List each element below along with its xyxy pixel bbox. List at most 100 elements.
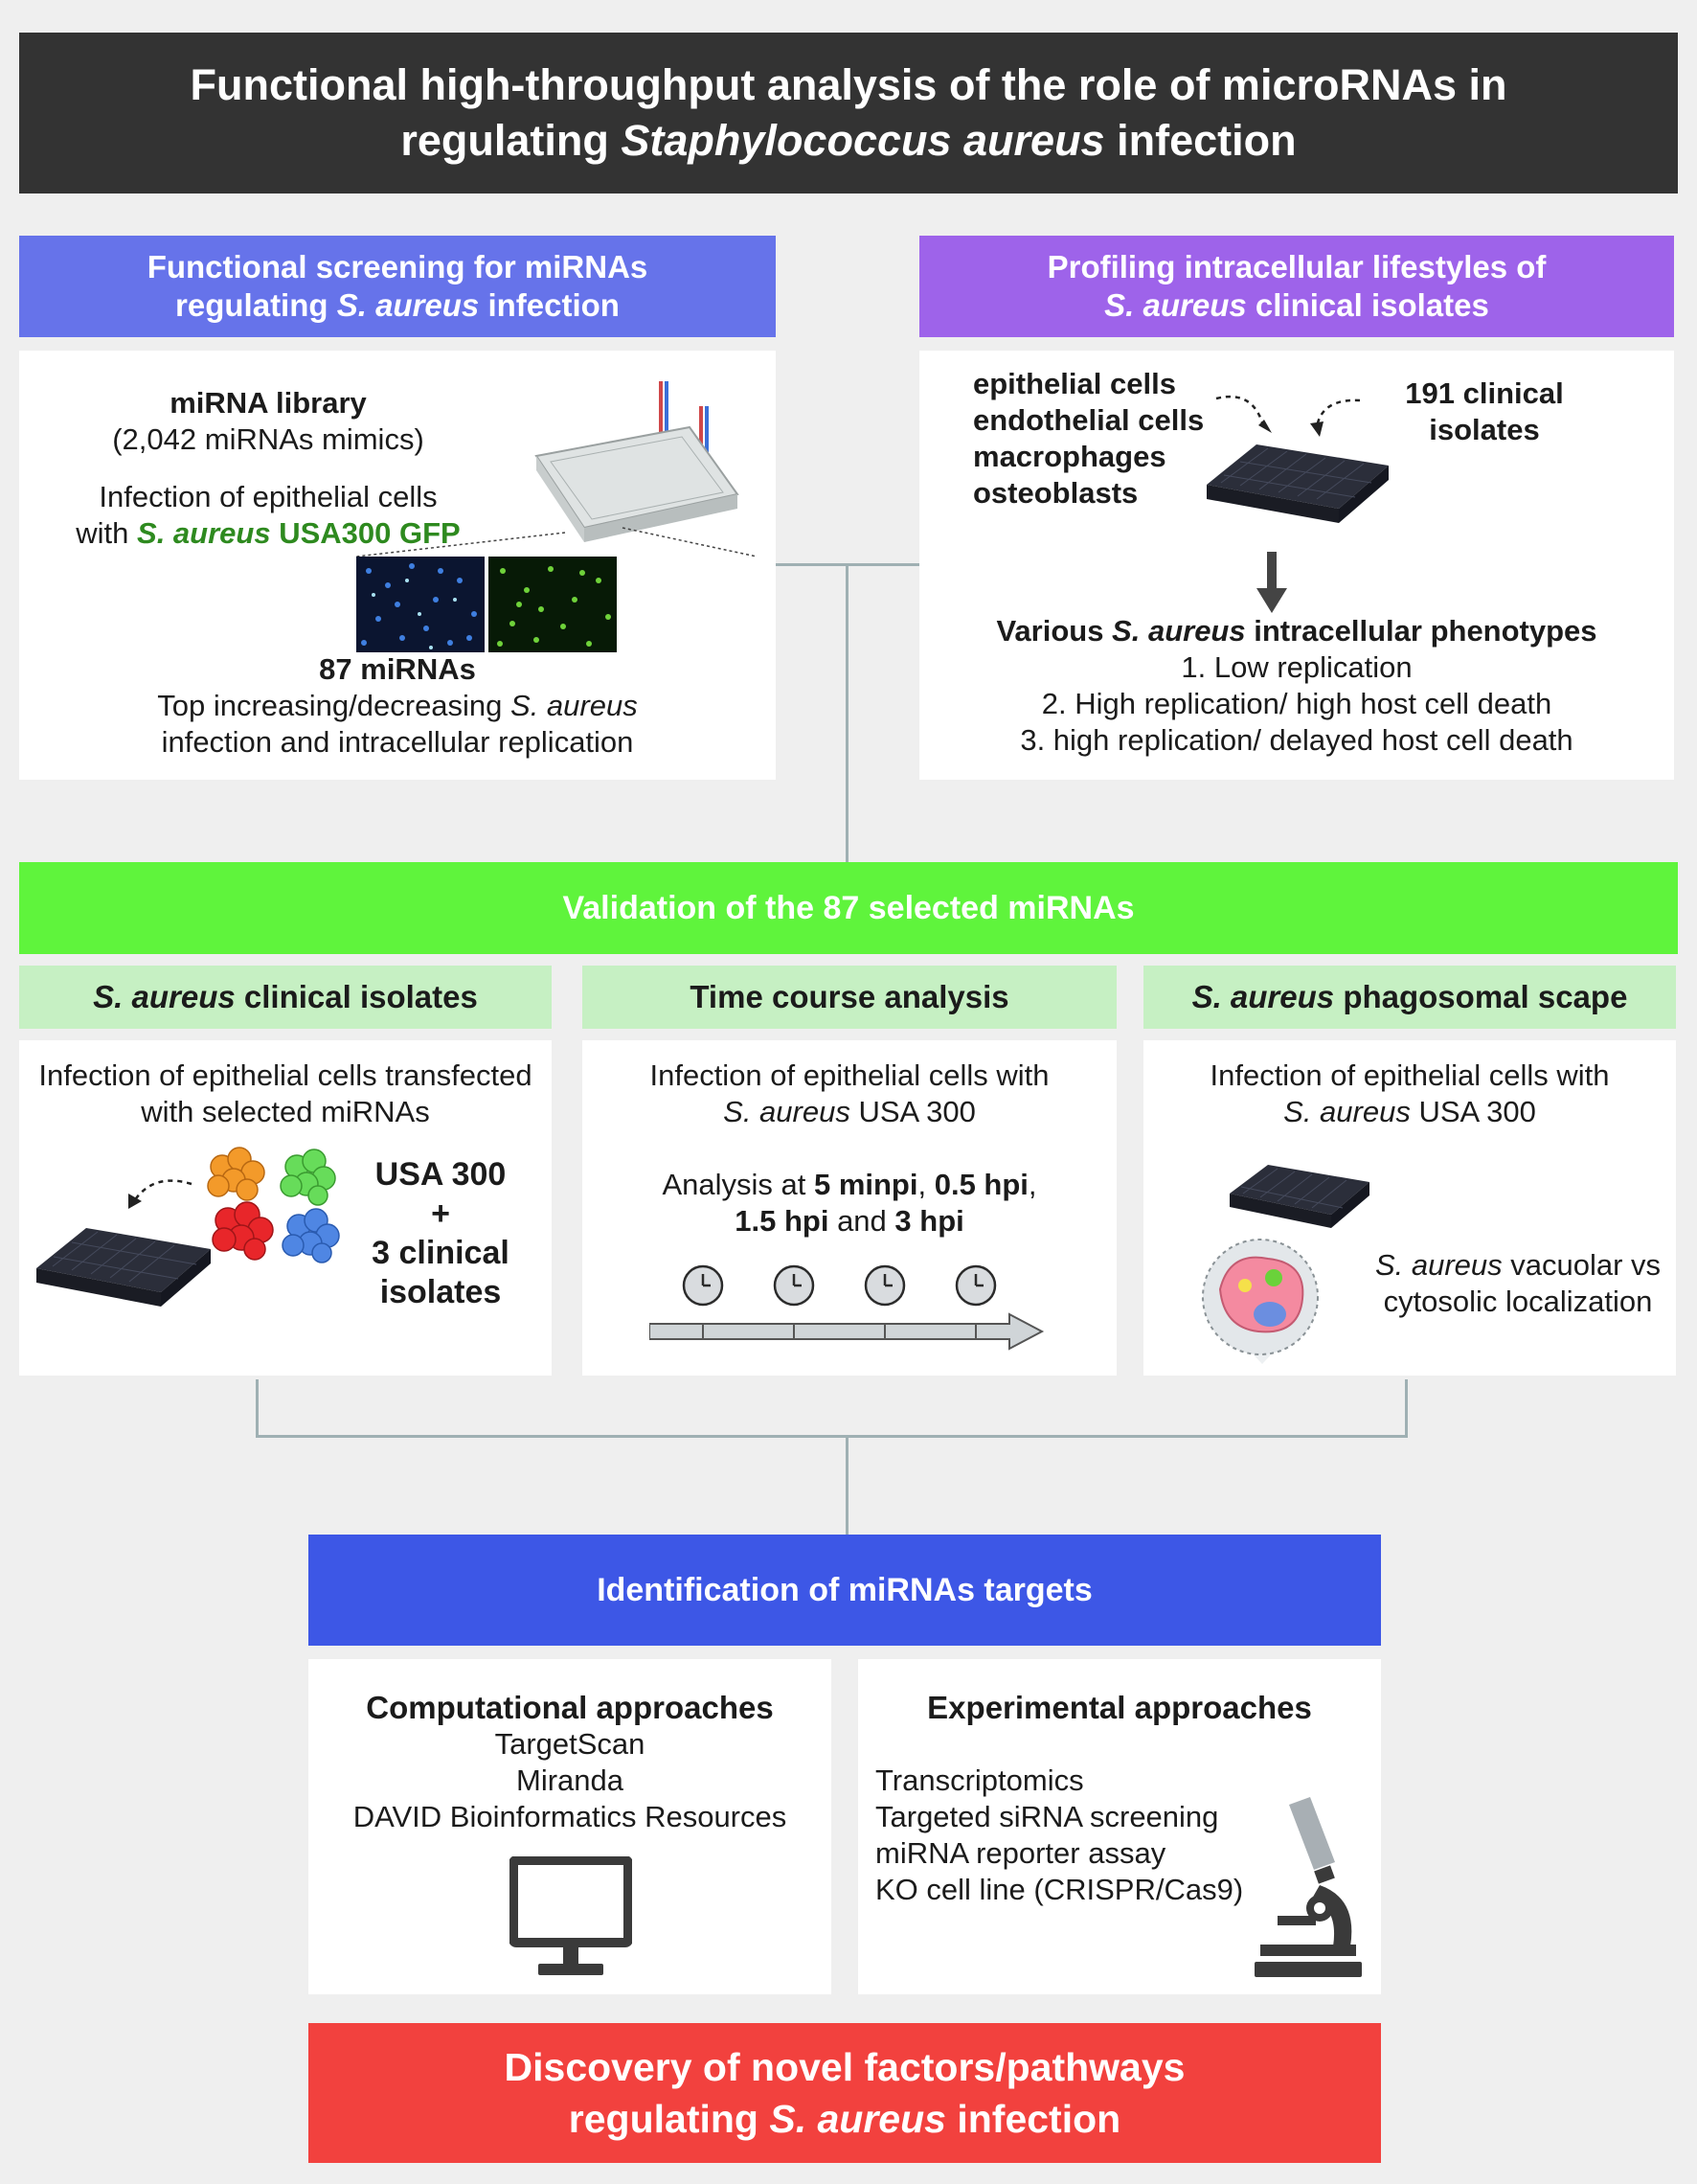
col2-line1: Infection of epithelial cells with bbox=[649, 1058, 1050, 1092]
bacteria-clusters-icon bbox=[207, 1147, 340, 1263]
phenotype-item: 1. Low replication bbox=[1181, 650, 1413, 684]
discovery-line2-post: infection bbox=[945, 2097, 1121, 2141]
computational-title: Computational approaches bbox=[366, 1690, 774, 1725]
col3-line2-post: USA 300 bbox=[1410, 1095, 1536, 1128]
analysis-sep: , bbox=[1028, 1168, 1037, 1201]
experimental-list: Transcriptomics Targeted siRNA screening… bbox=[875, 1763, 1278, 1908]
experimental-item: KO cell line (CRISPR/Cas9) bbox=[875, 1873, 1244, 1906]
connector-top-vertical bbox=[846, 563, 848, 862]
well-plate-screening-icon bbox=[355, 381, 758, 652]
col2-analysis: Analysis at 5 minpi, 0.5 hpi, 1.5 hpi an… bbox=[582, 1167, 1117, 1240]
right-header-line2: S. aureus clinical isolates bbox=[1104, 286, 1489, 325]
discovery-line2: regulating S. aureus infection bbox=[569, 2093, 1120, 2145]
phenotypes-title: Various S. aureus intracellular phenotyp… bbox=[939, 613, 1655, 649]
col1-header-post: clinical isolates bbox=[235, 979, 478, 1014]
computer-monitor-icon bbox=[509, 1856, 632, 1975]
cell-type-item: osteoblasts bbox=[973, 476, 1139, 510]
host-cell-icon bbox=[1201, 1165, 1369, 1364]
col1-strain1: USA 300 bbox=[374, 1156, 507, 1193]
col3-loc-post: vacuolar vs bbox=[1502, 1248, 1662, 1282]
col3-loc-italic: S. aureus bbox=[1374, 1248, 1503, 1282]
left-panel-body: miRNA library (2,042 miRNAs mimics) Infe… bbox=[19, 351, 776, 780]
result-line2: infection and intracellular replication bbox=[161, 725, 634, 759]
col2-line2-italic: S. aureus bbox=[723, 1095, 850, 1128]
analysis-sep: , bbox=[917, 1168, 935, 1201]
cell-type-item: epithelial cells bbox=[973, 367, 1176, 400]
connector-bottom-center-vertical bbox=[846, 1437, 848, 1535]
experimental-panel: Experimental approaches Transcriptomics … bbox=[858, 1659, 1381, 1994]
col3-localization: S. aureus vacuolar vs cytosolic localiza… bbox=[1360, 1247, 1676, 1320]
col2-line2: S. aureus USA 300 bbox=[582, 1094, 1117, 1130]
cell-type-item: endothelial cells bbox=[973, 403, 1205, 437]
experimental-item: Targeted siRNA screening bbox=[875, 1800, 1219, 1833]
col2-line2-post: USA 300 bbox=[849, 1095, 976, 1128]
infection-strain: USA300 GFP bbox=[270, 516, 461, 550]
connector-bottom-left-vertical bbox=[256, 1379, 259, 1437]
timepoint-label: 0.5 hpi bbox=[934, 1168, 1029, 1201]
infection-strain-italic: S. aureus bbox=[137, 516, 271, 550]
col3-line1: Infection of epithelial cells with bbox=[1210, 1058, 1610, 1092]
col2-analysis-line1: Analysis at 5 minpi, 0.5 hpi, bbox=[582, 1167, 1117, 1203]
discovery-line2-italic: S. aureus bbox=[769, 2097, 946, 2141]
phenotype-item: 3. high replication/ delayed host cell d… bbox=[1020, 723, 1573, 757]
result-title: 87 miRNAs bbox=[319, 652, 476, 686]
experimental-item: Transcriptomics bbox=[875, 1763, 1084, 1797]
col1-plus: + bbox=[431, 1195, 450, 1232]
cell-types-list: epithelial cells endothelial cells macro… bbox=[973, 366, 1260, 512]
time-arrow-icon bbox=[649, 1312, 1045, 1351]
discovery-banner: Discovery of novel factors/pathways regu… bbox=[308, 2023, 1381, 2163]
title-line2: regulating Staphylococcus aureus infecti… bbox=[400, 113, 1296, 169]
targets-header-text: Identification of miRNAs targets bbox=[597, 1571, 1093, 1608]
col1-line2: with selected miRNAs bbox=[141, 1095, 430, 1128]
right-panel-body: epithelial cells endothelial cells macro… bbox=[919, 351, 1674, 780]
validation-header-text: Validation of the 87 selected miRNAs bbox=[562, 889, 1135, 926]
result-line1: Top increasing/decreasing S. aureus bbox=[67, 688, 728, 724]
title-line1: Functional high-throughput analysis of t… bbox=[190, 60, 1507, 109]
left-header-italic: S. aureus bbox=[336, 287, 480, 323]
discovery-line2-pre: regulating bbox=[568, 2097, 770, 2141]
col3-line2-italic: S. aureus bbox=[1283, 1095, 1411, 1128]
col3-header: S. aureus phagosomal scape bbox=[1143, 966, 1676, 1029]
targets-header: Identification of miRNAs targets bbox=[308, 1535, 1381, 1646]
library-detail: (2,042 miRNAs mimics) bbox=[112, 422, 424, 456]
connector-bottom-horizontal bbox=[256, 1435, 1408, 1438]
col2-analysis-line2: 1.5 hpi and 3 hpi bbox=[582, 1203, 1117, 1240]
infection-line2: with S. aureus USA300 GFP bbox=[38, 515, 498, 552]
left-header-post: infection bbox=[479, 287, 620, 323]
discovery-line1: Discovery of novel factors/pathways bbox=[504, 2045, 1186, 2089]
left-header-line2: regulating S. aureus infection bbox=[175, 286, 620, 325]
col2-header-text: Time course analysis bbox=[690, 979, 1009, 1014]
title-line2-pre: regulating bbox=[400, 116, 622, 165]
col1-strain2-line2: isolates bbox=[379, 1274, 502, 1310]
isolates-label: 191 clinical isolates bbox=[1369, 375, 1599, 448]
computational-panel: Computational approaches TargetScan Mira… bbox=[308, 1659, 831, 1994]
col3-loc-line2: cytosolic localization bbox=[1383, 1285, 1653, 1318]
result-line1-pre: Top increasing/decreasing bbox=[157, 689, 511, 722]
result-block: 87 miRNAs Top increasing/decreasing S. a… bbox=[67, 651, 728, 761]
col3-body: Infection of epithelial cells with S. au… bbox=[1143, 1040, 1676, 1376]
title-line2-italic: Staphylococcus aureus bbox=[621, 116, 1105, 165]
col3-header-italic: S. aureus bbox=[1191, 979, 1335, 1014]
col3-header-post: phagosomal scape bbox=[1334, 979, 1628, 1014]
computational-item: TargetScan bbox=[494, 1727, 645, 1761]
microscope-icon bbox=[1255, 1797, 1362, 1977]
title-line2-post: infection bbox=[1104, 116, 1297, 165]
well-plate-icon bbox=[36, 1179, 211, 1307]
computational-text: Computational approaches TargetScan Mira… bbox=[308, 1690, 831, 1835]
col1-strains: USA 300 + 3 clinical isolates bbox=[345, 1155, 536, 1312]
clock-icon bbox=[682, 1264, 997, 1307]
right-panel-header: Profiling intracellular lifestyles of S.… bbox=[919, 236, 1674, 337]
col3-line2: S. aureus USA 300 bbox=[1143, 1094, 1676, 1130]
timepoint-label: 1.5 hpi bbox=[735, 1204, 829, 1238]
col2-text: Infection of epithelial cells with S. au… bbox=[582, 1058, 1117, 1130]
left-panel-header: Functional screening for miRNAs regulati… bbox=[19, 236, 776, 337]
col1-body: Infection of epithelial cells transfecte… bbox=[19, 1040, 552, 1376]
timepoint-label: 3 hpi bbox=[894, 1204, 964, 1238]
well-plate-icon bbox=[1207, 395, 1389, 523]
phenotype-item: 2. High replication/ high host cell deat… bbox=[1041, 687, 1552, 720]
title-banner: Functional high-throughput analysis of t… bbox=[19, 33, 1678, 193]
col2-body: Infection of epithelial cells with S. au… bbox=[582, 1040, 1117, 1376]
isolates-line1: 191 clinical bbox=[1405, 376, 1564, 410]
experimental-title: Experimental approaches bbox=[927, 1690, 1312, 1725]
connector-bottom-right-vertical bbox=[1405, 1379, 1408, 1437]
